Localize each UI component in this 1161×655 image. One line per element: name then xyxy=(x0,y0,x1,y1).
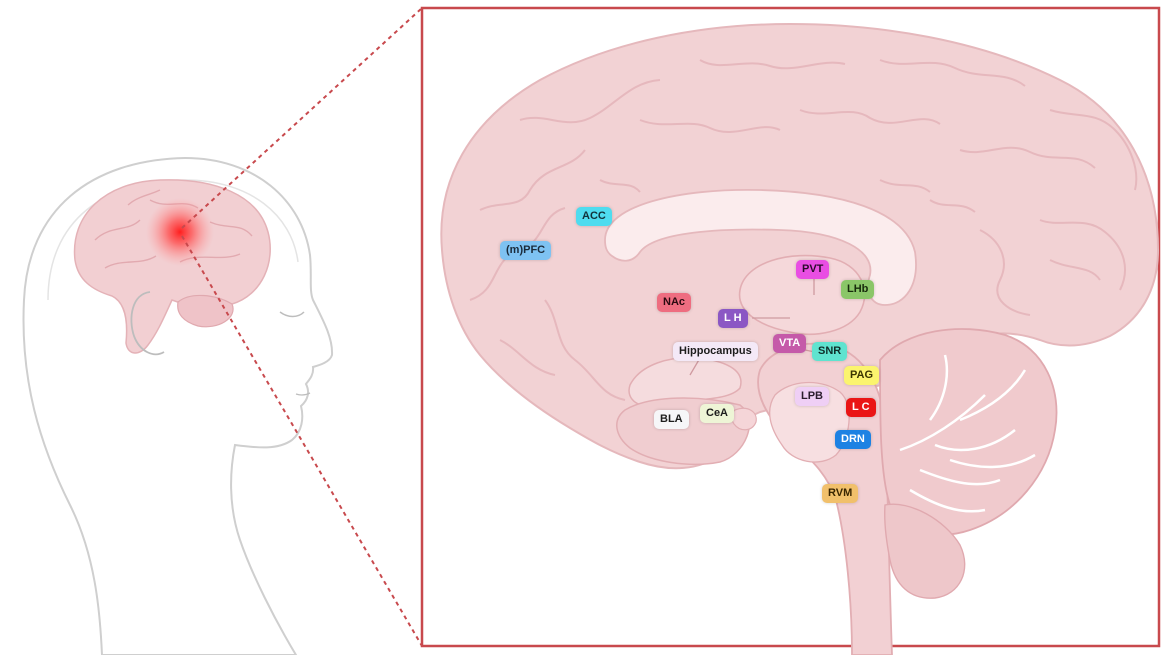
region-label-snr: SNR xyxy=(812,342,847,361)
activation-hotspot xyxy=(146,198,214,266)
region-label-rvm: RVM xyxy=(822,484,858,503)
region-label-pag: PAG xyxy=(844,366,879,385)
region-label-lpb: LPB xyxy=(795,387,829,406)
region-label-lh: L H xyxy=(718,309,748,328)
region-label-acc: ACC xyxy=(576,207,612,226)
region-label-lhb: LHb xyxy=(841,280,874,299)
region-label-bla: BLA xyxy=(654,410,689,429)
region-label-pvt: PVT xyxy=(796,260,829,279)
region-label-drn: DRN xyxy=(835,430,871,449)
region-label-lc: L C xyxy=(846,398,876,417)
region-label-vta: VTA xyxy=(773,334,806,353)
region-label-nac: NAc xyxy=(657,293,691,312)
human-head-illustration xyxy=(23,158,332,655)
region-label-hippocampus: Hippocampus xyxy=(673,342,758,361)
region-label-cea: CeA xyxy=(700,404,734,423)
region-label-mpfc: (m)PFC xyxy=(500,241,551,260)
zoom-line-top xyxy=(182,8,422,228)
